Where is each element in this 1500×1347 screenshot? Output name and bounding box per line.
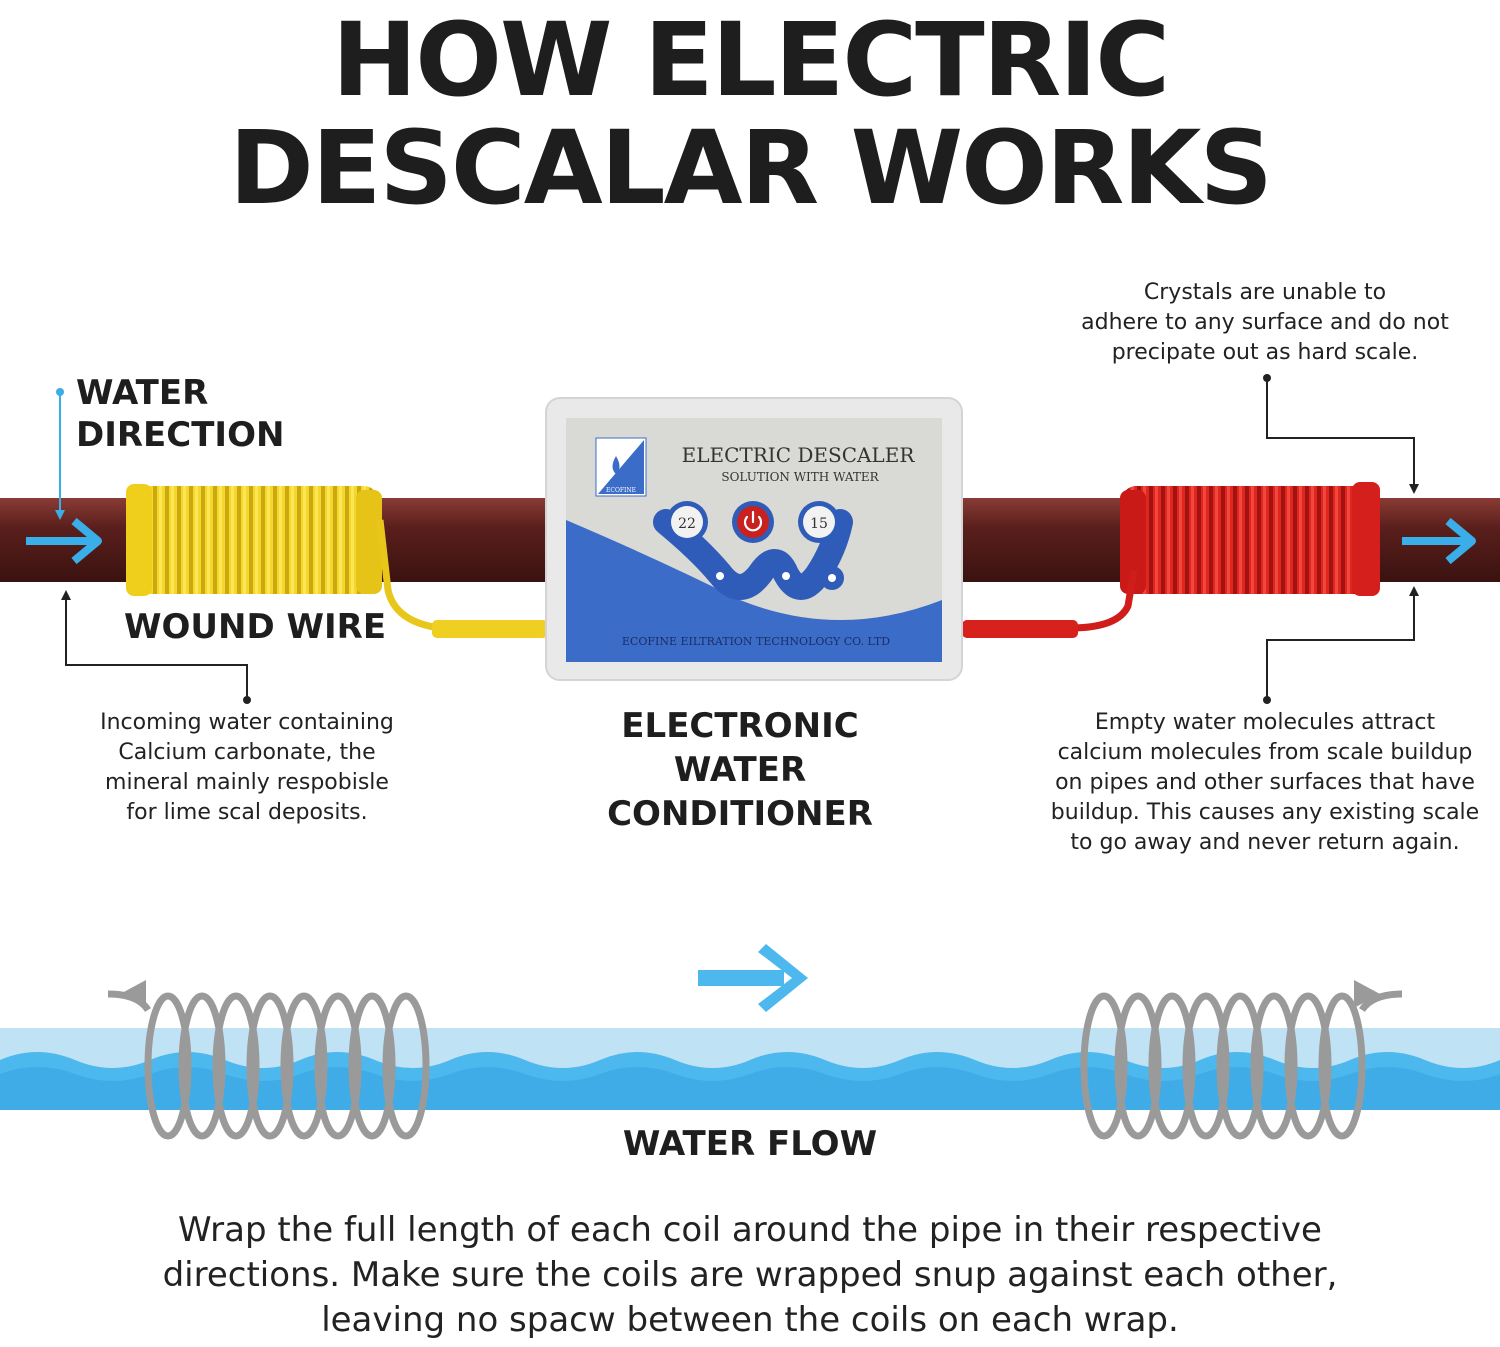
page-title-line-1: HOW ELECTRIC: [331, 1, 1170, 120]
note-line: adhere to any surface and do not: [1081, 310, 1449, 335]
note-line: Incoming water containing: [100, 710, 394, 735]
device-title: ELECTRIC DESCALER: [682, 443, 916, 467]
conditioner-line-1: ELECTRONIC: [621, 706, 859, 746]
water-direction-label: WATER DIRECTION: [76, 372, 284, 456]
callout-dot: [243, 696, 251, 704]
instructions-text: Wrap the full length of each coil around…: [0, 1208, 1500, 1343]
device-footer: ECOFINE EILTRATION TECHNOLOGY CO. LTD: [622, 635, 890, 648]
instructions-line: directions. Make sure the coils are wrap…: [162, 1255, 1338, 1295]
empty-molecules-note: Empty water molecules attract calcium mo…: [1040, 708, 1490, 858]
callout-arrowhead: [1409, 484, 1419, 494]
right-spring-icon: [1080, 990, 1403, 1140]
left-flow-arrow-icon: [26, 517, 102, 565]
spring-loop: [1114, 992, 1162, 1140]
note-line: Calcium carbonate, the: [118, 740, 376, 765]
page-title-line-2: DESCALAR WORKS: [229, 109, 1273, 228]
spring-loop: [1080, 992, 1128, 1140]
spring-loop: [314, 992, 362, 1140]
left-button-label: 22: [678, 516, 696, 532]
right-button-label: 15: [810, 516, 828, 532]
note-line: for lime scal deposits.: [126, 800, 368, 825]
callout-arrowhead: [1409, 586, 1419, 596]
logo-text: ECOFINE: [606, 487, 636, 494]
device-subtitle: SOLUTION WITH WATER: [721, 470, 879, 484]
water-flow-arrow-icon: [698, 944, 808, 1012]
callout-lines: [59, 380, 1415, 698]
note-line: calcium molecules from scale buildup: [1057, 740, 1473, 765]
yellow-coil: [126, 484, 548, 638]
spring-loop: [1216, 992, 1264, 1140]
right-spring-arrowhead: [1354, 980, 1380, 1008]
callout-arrowhead: [55, 510, 65, 520]
callout-dot: [1263, 696, 1271, 704]
spring-loop: [1318, 992, 1366, 1140]
note-line: buildup. This causes any existing scale: [1050, 800, 1480, 825]
spring-loop: [246, 992, 294, 1140]
spring-loop: [1284, 992, 1332, 1140]
note-line: Empty water molecules attract: [1094, 710, 1436, 735]
spring-loop: [1148, 992, 1196, 1140]
spring-loop: [212, 992, 260, 1140]
water-direction-line-2: DIRECTION: [76, 415, 285, 455]
note-line: mineral mainly respobisle: [105, 770, 389, 795]
left-spring-icon: [107, 990, 430, 1140]
spring-loop: [348, 992, 396, 1140]
spring-tail: [1359, 990, 1403, 1013]
right-flow-arrow-icon: [1402, 517, 1476, 565]
note-line: precipate out as hard scale.: [1111, 340, 1419, 365]
note-line: on pipes and other surfaces that have: [1055, 770, 1475, 795]
spring-loop: [280, 992, 328, 1140]
water-flow-label: WATER FLOW: [622, 1124, 878, 1164]
spring-loop: [1250, 992, 1298, 1140]
left-spring-arrowhead: [120, 980, 146, 1008]
crystals-note: Crystals are unable to adhere to any sur…: [1060, 278, 1470, 368]
descaler-device: ECOFINE ELECTRIC DESCALER SOLUTION WITH …: [545, 397, 963, 681]
callout-dot: [1263, 374, 1271, 382]
instructions-line: Wrap the full length of each coil around…: [178, 1210, 1322, 1250]
conditioner-label: ELECTRONIC WATER CONDITIONER: [540, 704, 940, 836]
spring-loop: [382, 992, 430, 1140]
spring-loop: [1182, 992, 1230, 1140]
instructions-line: leaving no spacw between the coils on ea…: [321, 1300, 1179, 1340]
ecofine-logo: ECOFINE: [595, 437, 647, 497]
spring-loop: [144, 992, 192, 1140]
water-direction-line-1: WATER: [76, 373, 209, 413]
callout-arrowhead: [61, 590, 71, 600]
incoming-water-note: Incoming water containing Calcium carbon…: [72, 708, 422, 828]
wound-wire-label: WOUND WIRE: [124, 607, 387, 647]
spring-loop: [178, 992, 226, 1140]
red-coil: [962, 482, 1380, 638]
power-icon: [743, 510, 763, 532]
note-line: Crystals are unable to: [1143, 280, 1387, 305]
callout-dot: [56, 388, 64, 396]
note-line: to go away and never return again.: [1070, 830, 1460, 855]
conditioner-line-2: WATER CONDITIONER: [607, 750, 873, 834]
